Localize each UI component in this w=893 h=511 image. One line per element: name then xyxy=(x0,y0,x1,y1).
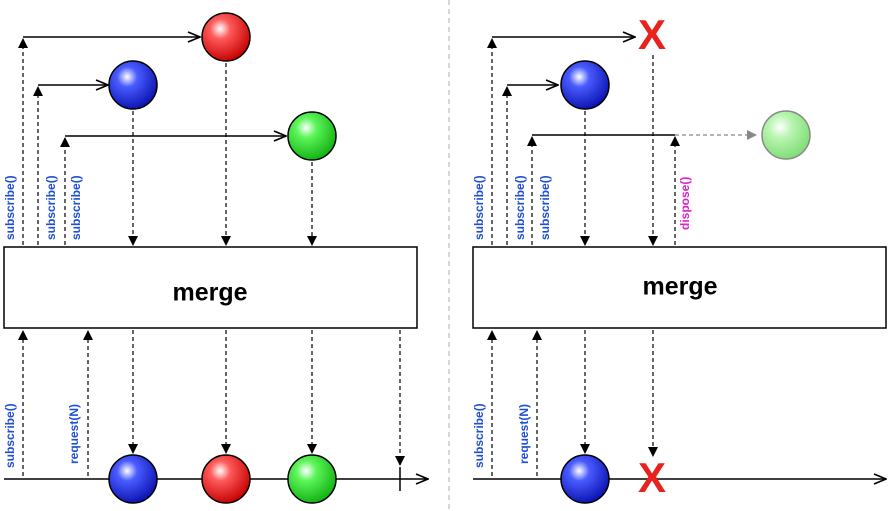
error-x-icon: X xyxy=(638,454,666,501)
subscribe-label: subscribe() xyxy=(513,175,527,240)
green-marble xyxy=(287,111,337,161)
subscribe-label: subscribe() xyxy=(3,175,17,240)
merge-label: merge xyxy=(642,273,717,301)
red-marble xyxy=(201,12,251,62)
subscribe-label: subscribe() xyxy=(3,403,17,468)
blue-marble xyxy=(108,454,158,504)
red-marble xyxy=(201,454,251,504)
faded-green-marble xyxy=(761,110,811,160)
blue-marble xyxy=(560,60,610,110)
subscribe-label: subscribe() xyxy=(44,175,58,240)
merge-operator-box xyxy=(3,246,418,329)
subscribe-label: subscribe() xyxy=(472,403,486,468)
subscribe-label: subscribe() xyxy=(472,175,486,240)
dispose-label: dispose() xyxy=(678,177,692,230)
request-label: request(N) xyxy=(517,404,531,464)
blue-marble xyxy=(108,60,158,110)
subscribe-label: subscribe() xyxy=(69,175,83,240)
subscribe-label: subscribe() xyxy=(538,175,552,240)
merge-label: merge xyxy=(172,279,247,307)
green-marble xyxy=(287,454,337,504)
request-label: request(N) xyxy=(67,404,81,464)
blue-marble xyxy=(560,454,610,504)
right-panel: X merge X subscribe() subscribe() subscr… xyxy=(472,11,887,504)
error-x-icon: X xyxy=(638,11,666,58)
left-panel: merge subscribe() subscribe() subscribe(… xyxy=(3,12,428,504)
merge-operator-box xyxy=(472,246,887,329)
